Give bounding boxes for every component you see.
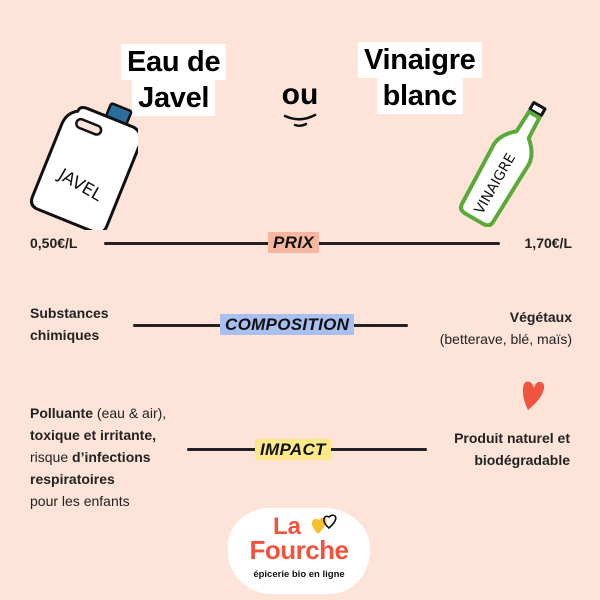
left-title-line-1: Eau de bbox=[121, 44, 227, 80]
price-tag: PRIX bbox=[268, 232, 319, 253]
impact-right-text: Produit naturel et biodégradable bbox=[454, 427, 570, 471]
left-product-title: Eau de Javel bbox=[121, 44, 227, 116]
impact-left-l4: respiratoires bbox=[30, 471, 115, 487]
composition-right-detail: (betterave, blé, maïs) bbox=[439, 331, 572, 347]
right-title-line-1: Vinaigre bbox=[358, 42, 482, 78]
composition-right-title: Végétaux bbox=[509, 309, 572, 325]
impact-right-line-1: Produit naturel et bbox=[454, 430, 570, 446]
impact-tag: IMPACT bbox=[255, 439, 331, 460]
composition-left-line-2: chimiques bbox=[30, 327, 100, 343]
right-product-title: Vinaigre blanc bbox=[358, 42, 482, 114]
price-right-value: 1,70€/L bbox=[524, 235, 572, 251]
impact-left-l5: pour les enfants bbox=[30, 493, 130, 509]
composition-left-text: Substances chimiques bbox=[30, 302, 109, 346]
logo-hearts-icon bbox=[311, 514, 337, 534]
logo-line-1: La bbox=[273, 513, 302, 540]
impact-right-line-2: biodégradable bbox=[474, 452, 570, 468]
composition-right-text: Végétaux (betterave, blé, maïs) bbox=[440, 306, 572, 350]
composition-left-line-1: Substances bbox=[30, 305, 109, 321]
bleach-jug-icon: JAVEL bbox=[30, 102, 138, 230]
composition-tag: COMPOSITION bbox=[220, 314, 355, 335]
impact-left-l3-rest: risque bbox=[30, 449, 73, 465]
impact-left-l1-bold: Polluante bbox=[30, 405, 94, 421]
impact-left-l1-rest: (eau & air), bbox=[93, 405, 167, 421]
smile-underline-icon bbox=[283, 113, 317, 127]
price-left-value: 0,50€/L bbox=[30, 235, 78, 251]
impact-left-text: Polluante (eau & air), toxique et irrita… bbox=[30, 402, 166, 512]
left-title-line-2: Javel bbox=[132, 80, 216, 116]
impact-left-l3-bold: d’infections bbox=[72, 449, 151, 465]
la-fourche-logo: La Fourche épicerie bio en ligne bbox=[228, 508, 370, 594]
right-title-line-2: blanc bbox=[376, 78, 463, 114]
logo-tagline: épicerie bio en ligne bbox=[253, 569, 345, 580]
impact-left-l2: toxique et irritante, bbox=[30, 427, 157, 443]
heart-icon bbox=[522, 381, 545, 410]
logo-line-2: Fourche bbox=[249, 535, 349, 565]
connector-word: ou bbox=[281, 78, 319, 111]
vinegar-bottle-icon: VINAIGRE bbox=[458, 101, 547, 227]
